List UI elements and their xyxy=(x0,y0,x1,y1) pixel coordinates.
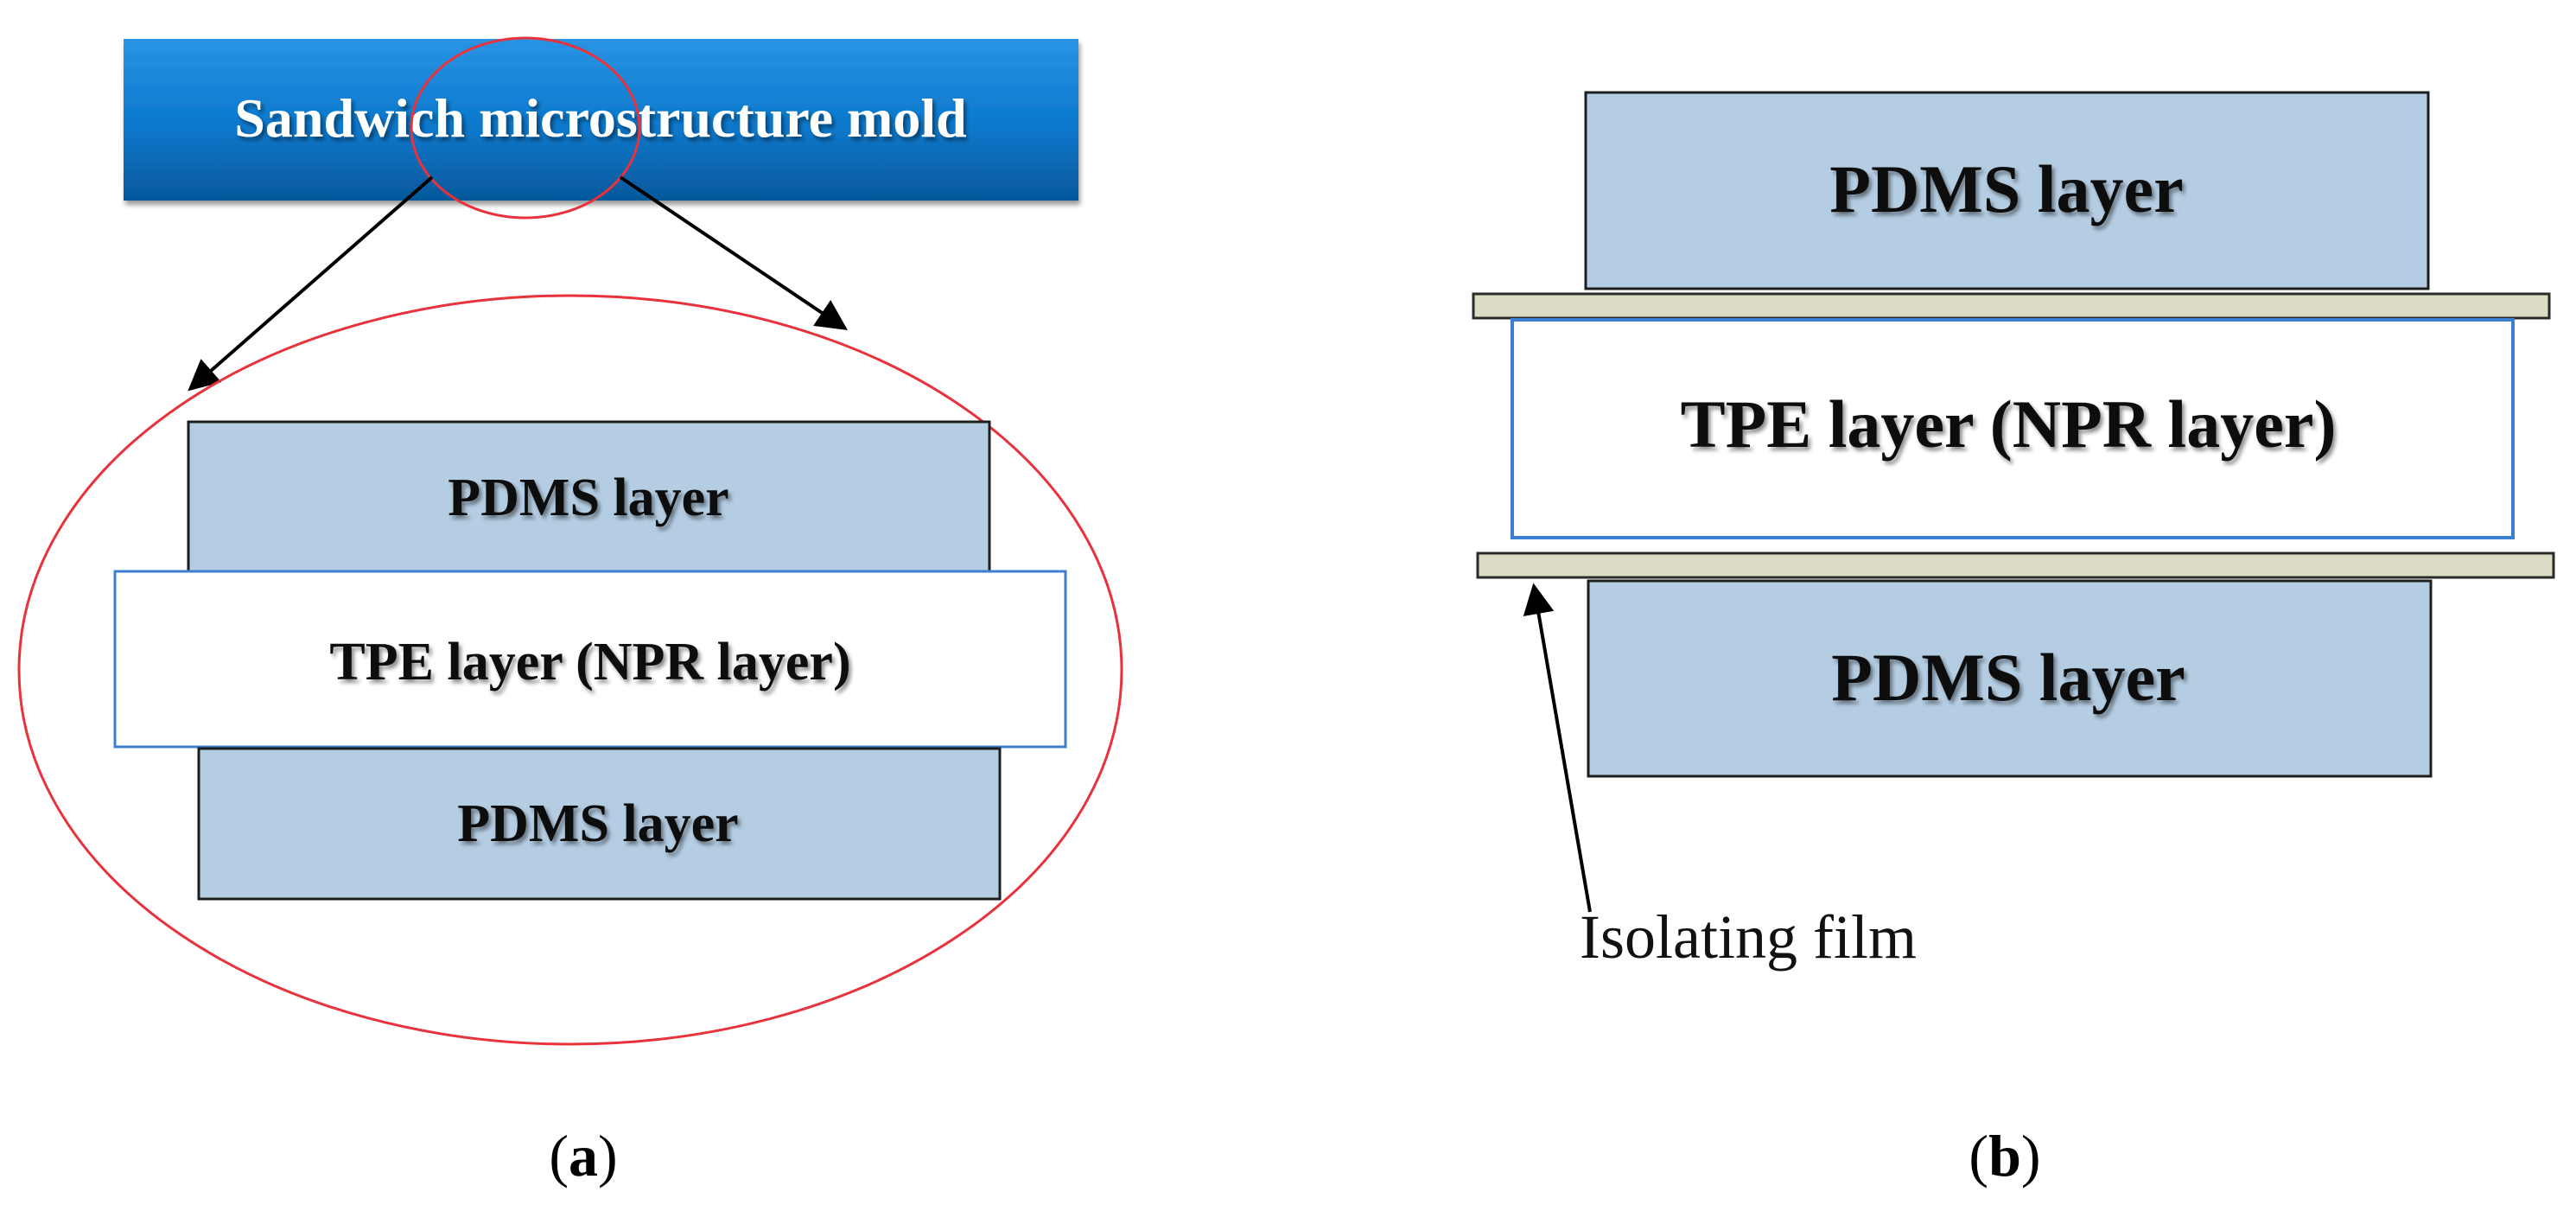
b-pdms-top-label: PDMS layer xyxy=(1829,151,2183,226)
caption-a-open: ( xyxy=(549,1123,569,1189)
arrow-right xyxy=(619,175,848,331)
arrow-left xyxy=(188,175,434,392)
mold-title-text: Sandwich microstructure mold xyxy=(234,87,966,149)
caption-a-letter: a xyxy=(569,1123,598,1189)
a-tpe-layer xyxy=(113,570,1067,749)
caption-b-open: ( xyxy=(1969,1123,1988,1189)
caption-b-close: ) xyxy=(2021,1123,2041,1189)
isolating-film-label: Isolating film xyxy=(1580,902,1917,972)
highlight-ellipse-small xyxy=(410,36,641,220)
a-pdms-bottom-layer xyxy=(197,747,1002,901)
a-tpe-label: TPE layer (NPR layer) xyxy=(329,633,850,692)
b-pdms-top-layer xyxy=(1584,91,2430,290)
b-pdms-bottom-label: PDMS layer xyxy=(1831,640,2185,715)
b-pdms-bottom-layer xyxy=(1587,579,2433,778)
caption-b: (b) xyxy=(1969,1123,2040,1189)
panel-b: PDMS layer TPE layer (NPR layer) PDMS la… xyxy=(1472,91,2555,1189)
highlight-ellipse-large xyxy=(17,294,1123,1046)
caption-a-close: ) xyxy=(598,1123,618,1189)
b-tpe-label: TPE layer (NPR layer) xyxy=(1681,386,2337,462)
panel-a: Sandwich microstructure mold PDMS layer … xyxy=(17,36,1123,1189)
a-pdms-bottom-label: PDMS layer xyxy=(457,794,738,853)
mold-title-box xyxy=(124,39,1078,201)
a-pdms-top-label: PDMS layer xyxy=(448,468,728,527)
b-isolating-film-bottom xyxy=(1476,551,2555,579)
a-pdms-top-layer xyxy=(187,420,991,573)
b-tpe-layer xyxy=(1511,318,2515,539)
b-isolating-film-top xyxy=(1472,292,2551,320)
caption-a: (a) xyxy=(549,1123,617,1189)
isolating-film-arrow xyxy=(1523,583,1592,913)
caption-b-letter: b xyxy=(1988,1123,2021,1189)
